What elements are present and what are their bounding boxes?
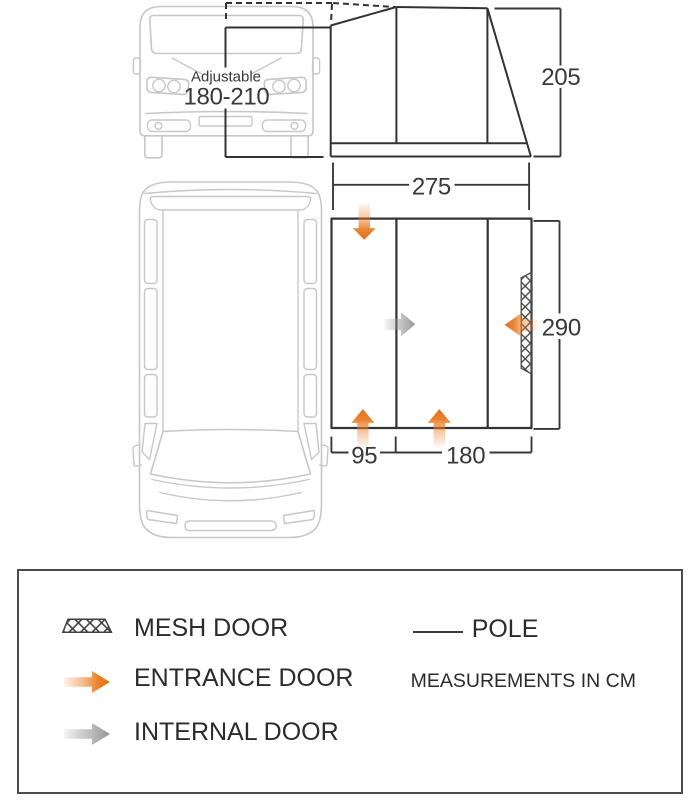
van-front-mirror-right bbox=[311, 57, 321, 75]
van-top-window-right-2 bbox=[303, 287, 318, 371]
van-top-body bbox=[138, 181, 323, 539]
van-top-window-left-3 bbox=[143, 373, 158, 418]
dimension-275 bbox=[332, 162, 531, 210]
adjustable-height-dimension bbox=[224, 2, 396, 158]
van-top-window-left-2 bbox=[143, 287, 158, 371]
van-front-headlight-right-lamp-inner bbox=[272, 79, 286, 94]
van-front-headlight-right-lamp-outer bbox=[287, 78, 301, 93]
van-top-window-left-front bbox=[141, 422, 158, 461]
van-top-bumper-left bbox=[145, 509, 179, 525]
mesh-door-label: MESH DOOR bbox=[134, 614, 289, 643]
van-top-window-right-front bbox=[303, 422, 320, 461]
internal-door-arrow-icon bbox=[64, 722, 110, 745]
van-top-tailgate-seam bbox=[143, 188, 318, 195]
van-front-view bbox=[132, 5, 321, 159]
van-front-fog-right bbox=[261, 119, 307, 133]
van-front-wiper-left bbox=[171, 57, 202, 75]
entrance-arrow-side bbox=[504, 313, 538, 337]
pole-label: POLE bbox=[471, 615, 539, 644]
van-top-bonnet-line bbox=[159, 491, 302, 502]
van-front-wiper-right bbox=[251, 57, 282, 75]
van-front-fog-left bbox=[146, 119, 192, 133]
internal-door-label: INTERNAL DOOR bbox=[134, 717, 339, 746]
internal-door-swatch bbox=[64, 722, 110, 745]
dimension-290 bbox=[533, 219, 561, 430]
van-top-window-right-1 bbox=[303, 218, 318, 285]
awning-tunnel-dashed-slope bbox=[332, 2, 396, 8]
door-arrows bbox=[351, 203, 538, 447]
dimension-205-label: 205 bbox=[541, 64, 580, 91]
van-top-cowl-line bbox=[151, 478, 310, 489]
elevation-top-edge bbox=[396, 6, 488, 10]
entrance-arrow-bottom-left bbox=[351, 409, 375, 447]
awning-side-elevation bbox=[329, 6, 532, 158]
entrance-arrow-top bbox=[352, 203, 376, 240]
internal-door-arrow bbox=[384, 312, 416, 337]
van-top-bumper-center bbox=[184, 520, 277, 532]
van-front-mirror-left bbox=[132, 57, 142, 75]
van-front-windshield bbox=[148, 14, 305, 55]
van-top-window-right-3 bbox=[303, 373, 318, 418]
entrance-door-swatch bbox=[64, 670, 110, 693]
dimension-275-label: 275 bbox=[412, 174, 451, 201]
mesh-door-swatch-shape bbox=[61, 618, 113, 634]
entrance-door-arrow-icon bbox=[64, 670, 110, 693]
van-front-headlight-left-lamp-inner bbox=[167, 79, 181, 94]
adjustable-range-label: 180-210 bbox=[184, 84, 270, 111]
dimension-95-180 bbox=[330, 436, 533, 454]
van-front-fog-right-lamp bbox=[290, 121, 299, 130]
legend-box: MESH DOOR ENTRANCE DOOR INTERNAL DOOR PO… bbox=[17, 569, 683, 794]
van-front-headlight-right bbox=[263, 76, 307, 96]
mesh-door-swatch bbox=[61, 618, 113, 634]
van-top-view bbox=[132, 181, 329, 539]
elevation-right-slope bbox=[486, 7, 532, 157]
van-top-rear-window bbox=[149, 195, 312, 211]
van-front-wheel-left bbox=[144, 135, 163, 159]
floor-plan-outline bbox=[330, 217, 533, 430]
pole-swatch bbox=[413, 631, 463, 633]
van-front-headlight-left-lamp-outer bbox=[152, 78, 166, 93]
dimension-95-label: 95 bbox=[351, 443, 377, 470]
van-top-mirror-right bbox=[318, 443, 329, 467]
van-top-windshield bbox=[149, 428, 312, 484]
dimension-205 bbox=[494, 7, 562, 158]
dimension-290-label: 290 bbox=[542, 315, 581, 342]
entrance-door-label: ENTRANCE DOOR bbox=[134, 664, 354, 693]
van-top-mirror-left bbox=[132, 443, 143, 467]
elevation-top-slope bbox=[330, 6, 397, 27]
awning-tunnel-dashed-right bbox=[330, 3, 333, 24]
van-front-headlight-left bbox=[146, 76, 190, 96]
van-top-bumper-right bbox=[282, 509, 316, 525]
van-front-wheel-right bbox=[290, 135, 309, 159]
van-front-fog-left-lamp bbox=[154, 121, 163, 130]
awning-floor-plan bbox=[330, 217, 533, 430]
van-top-window-left-1 bbox=[143, 218, 158, 285]
adjustable-label: Adjustable bbox=[191, 69, 261, 86]
dimension-180-label: 180 bbox=[446, 443, 485, 470]
measurements-note: MEASUREMENTS IN CM bbox=[410, 669, 636, 692]
